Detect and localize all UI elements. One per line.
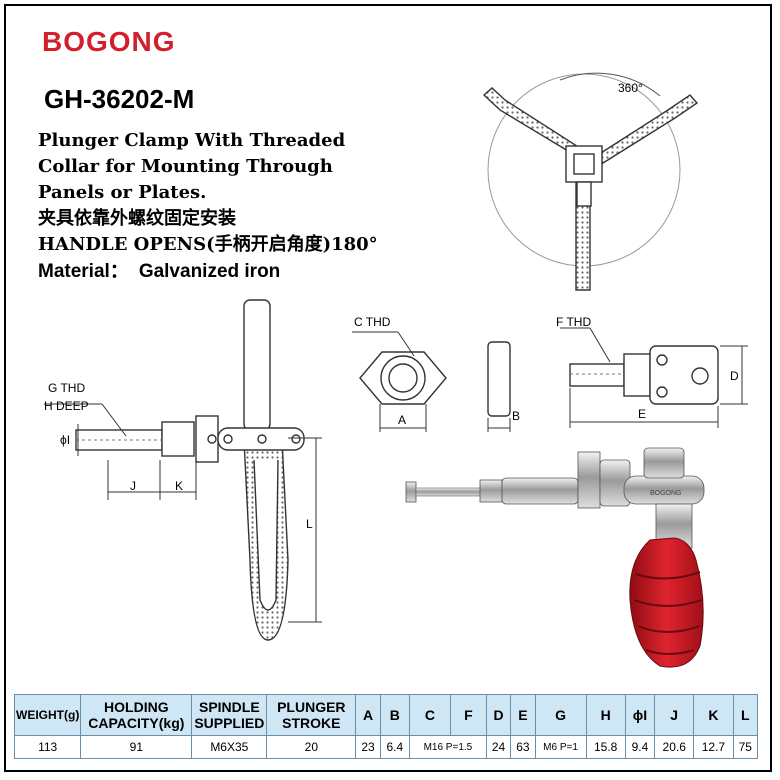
l-label: L	[306, 517, 313, 531]
spec-header-row: WEIGHT(g) HOLDING CAPACITY(kg) SPINDLE S…	[13, 694, 759, 736]
k-label: K	[175, 479, 183, 493]
material-line: Material： Galvanized iron	[38, 256, 290, 283]
page-border	[4, 4, 772, 772]
cell-phi-i: 9.4	[624, 735, 656, 759]
col-header: PLUNGER STROKE	[266, 694, 357, 736]
h-deep-label: H DEEP	[44, 399, 89, 413]
product-description: Plunger Clamp With Threaded Collar for M…	[38, 128, 378, 258]
material-value: Galvanized iron	[138, 261, 281, 282]
col-header: ϕI	[624, 694, 656, 736]
phi-i-label: ϕI	[60, 433, 70, 447]
technical-drawing: 360° G THD H DEEP ϕI J K L	[44, 72, 748, 668]
description-line: Panels or Plates.	[38, 182, 207, 203]
col-header: G	[534, 694, 587, 736]
rotation-label: 360°	[618, 81, 643, 95]
cell-weight: 113	[13, 735, 82, 759]
product-photo	[405, 447, 705, 668]
clamp-marking: BOGONG	[650, 490, 682, 497]
e-label: E	[638, 407, 646, 421]
cell-f-d: 24	[485, 735, 512, 759]
cell-plunger-stroke: 20	[266, 735, 357, 759]
cell-k: 12.7	[693, 735, 734, 759]
c-thd-label: C THD	[354, 315, 391, 329]
col-header: J	[654, 694, 695, 736]
cell-g: M6 P=1	[534, 735, 587, 759]
cell-a: 23	[355, 735, 381, 759]
f-thd-label: F THD	[556, 315, 591, 329]
cell-l: 75	[732, 735, 759, 759]
description-line: Plunger Clamp With Threaded	[38, 130, 346, 151]
j-label: J	[130, 479, 136, 493]
cell-b: 6.4	[379, 735, 410, 759]
spec-value-row: 113 91 M6X35 20 23 6.4 M16 P=1.5 24 63 M…	[13, 735, 759, 759]
cell-h: 15.8	[585, 735, 626, 759]
brand-name: BOGONG	[42, 26, 176, 57]
col-header: A	[355, 694, 381, 736]
col-header: L	[732, 694, 759, 736]
col-header: E	[510, 694, 536, 736]
b-label: B	[512, 409, 520, 423]
col-header: B	[379, 694, 410, 736]
col-header: HOLDING CAPACITY(kg)	[80, 694, 193, 736]
description-line: HANDLE OPENS(手柄开启角度)180°	[38, 234, 378, 255]
cell-c-f: M16 P=1.5	[408, 735, 487, 759]
col-header: D	[485, 694, 512, 736]
description-line: 夹具依靠外螺纹固定安装	[38, 208, 236, 229]
a-label: A	[398, 413, 406, 427]
description-line: Collar for Mounting Through	[38, 156, 333, 177]
cell-e: 63	[510, 735, 536, 759]
col-header: WEIGHT(g)	[13, 694, 82, 736]
material-label: Material：	[38, 261, 129, 282]
side-view	[44, 299, 322, 641]
g-thd-label: G THD	[48, 381, 85, 395]
col-header: F	[449, 694, 487, 736]
cell-spindle: M6X35	[191, 735, 268, 759]
cell-j: 20.6	[654, 735, 695, 759]
col-header: C	[408, 694, 451, 736]
top-view	[560, 327, 748, 428]
col-header: SPINDLE SUPPLIED	[191, 694, 268, 736]
cell-holding-capacity: 91	[80, 735, 193, 759]
model-number: GH-36202-M	[44, 84, 195, 114]
col-header: K	[693, 694, 734, 736]
col-header: H	[585, 694, 626, 736]
spec-table: WEIGHT(g) HOLDING CAPACITY(kg) SPINDLE S…	[13, 694, 759, 759]
rotation-view	[482, 72, 699, 291]
hex-nut-view	[352, 331, 511, 432]
d-label: D	[730, 369, 739, 383]
